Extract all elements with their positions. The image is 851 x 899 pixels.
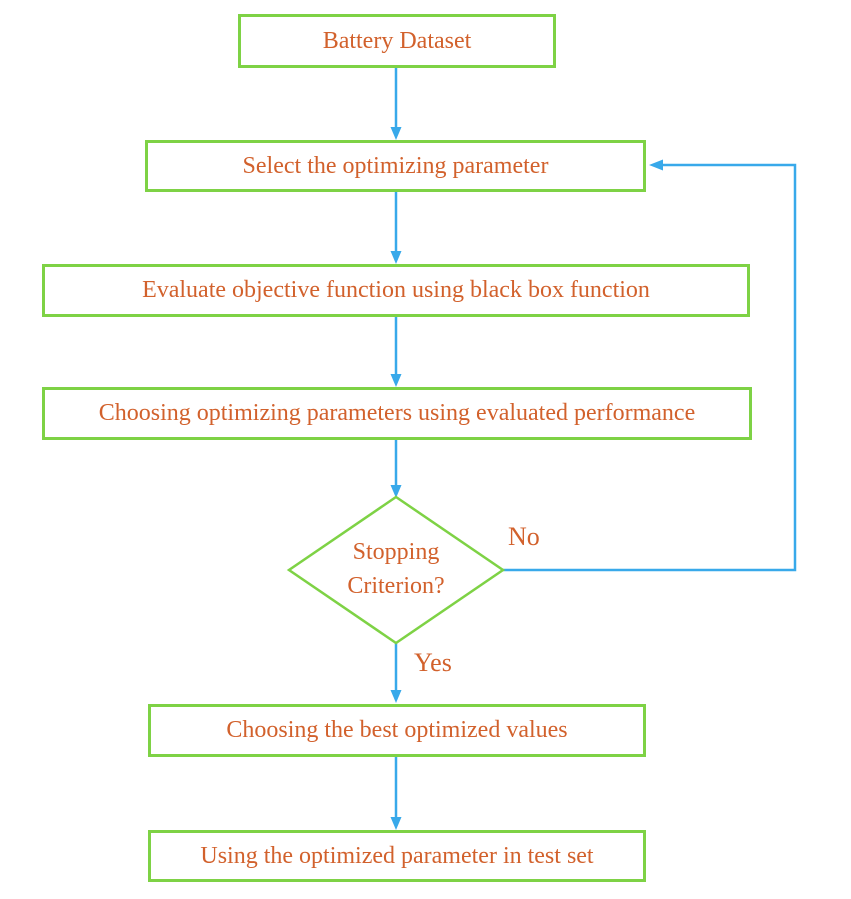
node-battery-dataset: Battery Dataset bbox=[238, 14, 556, 68]
node-choose-best: Choosing the best optimized values bbox=[148, 704, 646, 757]
arrowhead-down-icon bbox=[390, 374, 402, 387]
edge-best-to-test bbox=[390, 757, 402, 830]
arrowhead-down-icon bbox=[390, 690, 402, 703]
node-battery-dataset-label: Battery Dataset bbox=[322, 27, 472, 54]
node-stopping-criterion-label: Stopping Criterion? bbox=[347, 539, 445, 599]
edge-label-yes: Yes bbox=[414, 648, 452, 677]
edge-evaluate-to-params bbox=[390, 317, 402, 387]
arrowhead-left-icon bbox=[649, 159, 663, 171]
node-use-test-set-label: Using the optimized parameter in test se… bbox=[200, 842, 594, 869]
edge-label-no: No bbox=[508, 522, 540, 551]
arrowhead-down-icon bbox=[390, 127, 402, 140]
edge-no-loop bbox=[503, 159, 797, 572]
arrowhead-down-icon bbox=[390, 485, 402, 498]
node-select-parameter: Select the optimizing parameter bbox=[145, 140, 646, 192]
edge-select-to-evaluate bbox=[390, 192, 402, 264]
node-select-parameter-label: Select the optimizing parameter bbox=[242, 152, 549, 179]
node-use-test-set: Using the optimized parameter in test se… bbox=[148, 830, 646, 882]
node-choose-parameters: Choosing optimizing parameters using eva… bbox=[42, 387, 752, 440]
node-evaluate-objective: Evaluate objective function using black … bbox=[42, 264, 750, 317]
edge-params-to-stopping bbox=[390, 440, 402, 498]
edge-yes-to-best bbox=[390, 643, 402, 703]
node-choose-parameters-label: Choosing optimizing parameters using eva… bbox=[98, 400, 696, 427]
node-choose-best-label: Choosing the best optimized values bbox=[226, 717, 568, 744]
node-evaluate-objective-label: Evaluate objective function using black … bbox=[142, 277, 650, 304]
arrowhead-down-icon bbox=[390, 251, 402, 264]
arrowhead-down-icon bbox=[390, 817, 402, 830]
edge-battery-to-select bbox=[390, 68, 402, 140]
node-stopping-criterion-shape bbox=[286, 495, 506, 645]
